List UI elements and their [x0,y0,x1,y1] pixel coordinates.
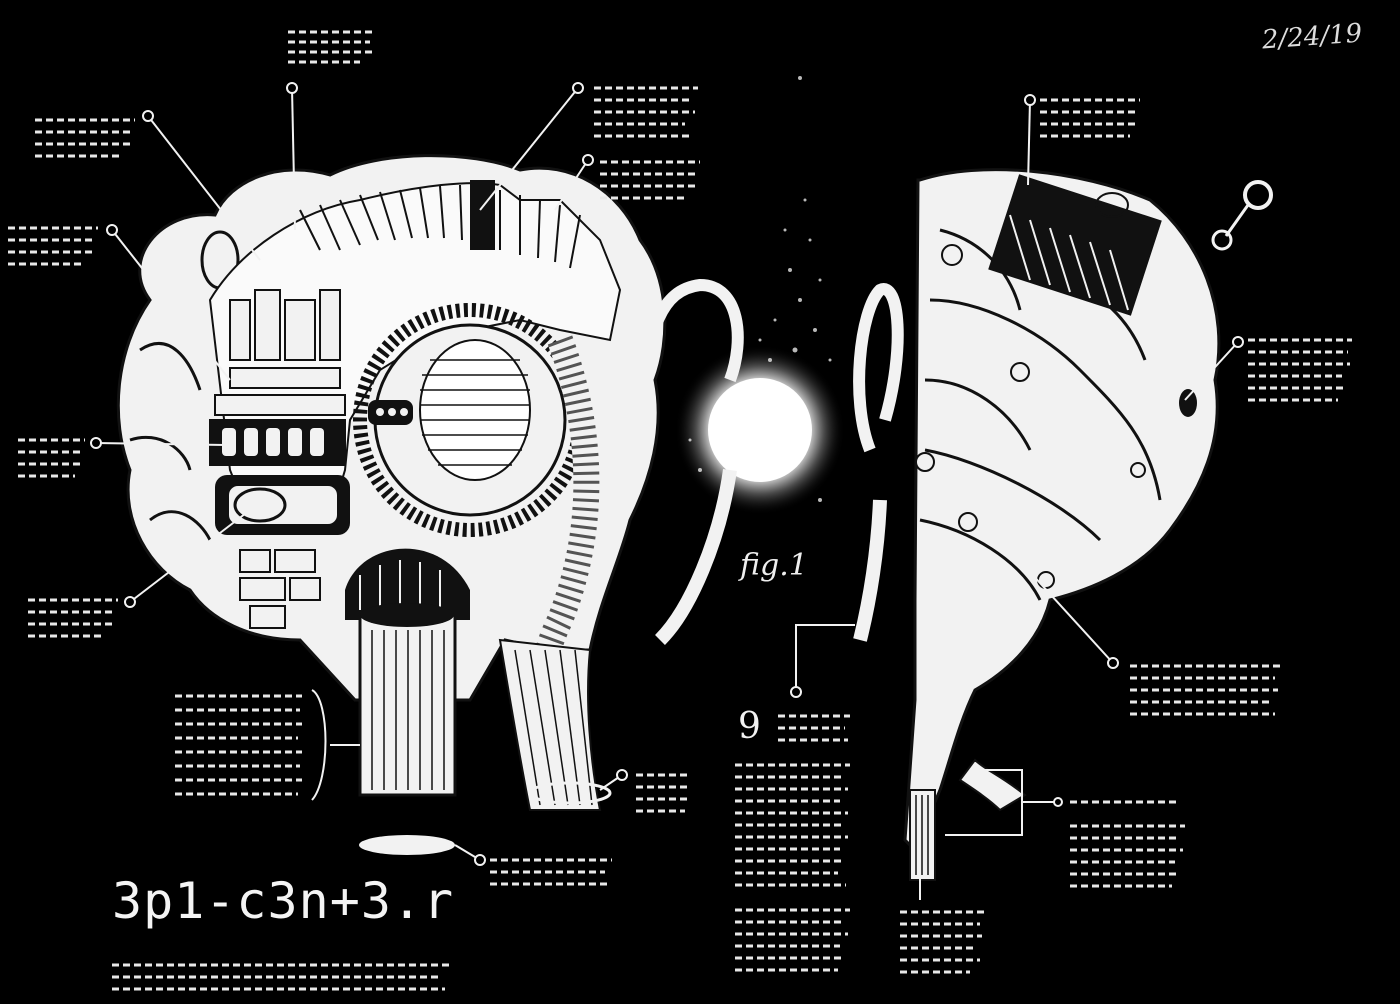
callout-lines [95,87,1239,900]
left-stem-cylinder [358,603,457,855]
left-circuit-brain [116,154,667,855]
figure-numeral: 9 [738,706,761,747]
figure-label: fig.1 [740,548,808,583]
callout-dots [90,82,1244,866]
dash-text-blocks [8,30,1352,991]
central-glowing-orb [634,76,1273,645]
right-organic-brain [903,168,1221,881]
artwork-title: 3p1-c3n+3.r [112,872,455,930]
